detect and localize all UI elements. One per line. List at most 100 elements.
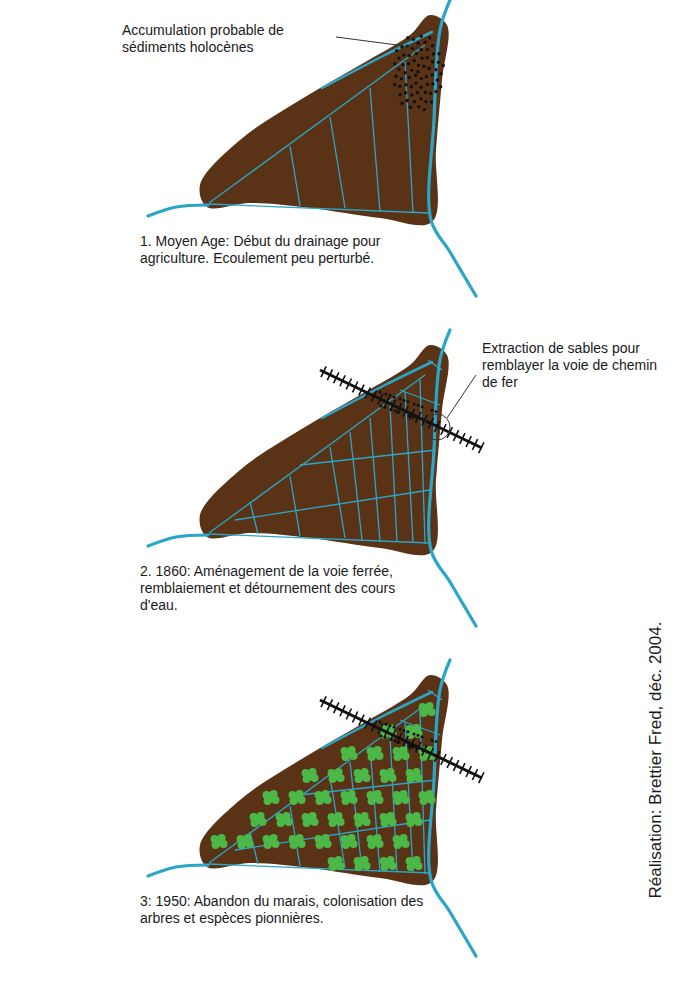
railway-tie [453,760,458,771]
tree [354,856,371,871]
tree-crown [409,772,418,781]
sediment-dot [419,85,422,88]
sand-dot [385,393,388,396]
sediment-dot [394,75,397,78]
tree-crown [318,838,327,847]
railway-tie [390,730,395,741]
sediment-dot [410,93,413,96]
sand-dot [436,754,439,757]
tree-crown [396,794,405,803]
sediment-dot [416,70,419,73]
tree [354,812,371,827]
credit-note: Réalisation: Brettier Fred, déc. 2004. [646,622,666,899]
sediment-dot [420,48,423,51]
tree-crown [253,816,262,825]
sediment-dot [431,60,434,63]
stream [322,32,432,88]
sand-dot [389,724,392,727]
sand-dot [394,409,397,412]
sediment-dot [400,102,403,105]
railway-tie [472,769,477,780]
tree-crown [396,838,405,847]
sediment-dot [393,83,396,86]
sediment-dot [409,106,412,109]
sediment-dot [407,54,410,57]
sand-dot [413,402,416,405]
railway-tie [371,391,376,402]
tree-crown [292,838,301,847]
drainage-ditch [370,748,380,872]
sediment-dot [439,72,442,75]
sediment-dot [420,57,423,60]
tree [354,768,371,783]
railway-tie [435,751,440,762]
railway-tie [359,385,364,396]
sand-dot [435,740,438,743]
extraction-circle [424,414,450,440]
railway-tie [371,721,376,732]
sediment-dot [432,52,435,55]
railway-tie [441,754,446,765]
tree-crown [292,794,301,803]
tree-crown [422,794,431,803]
tree [328,856,345,871]
tree [367,746,384,761]
sediment-dot [428,36,431,39]
sand-dot [380,404,383,407]
sand-dot [416,747,419,750]
railway-tie [397,403,402,414]
marsh-area [200,345,449,555]
sediment-dot [439,85,442,88]
sediment-dot [416,42,419,45]
sediment-dot [442,64,445,67]
tree [250,812,267,827]
sediment-dot [397,56,400,59]
tree-crown [383,816,392,825]
railway-tie [390,400,395,411]
railway-tie [346,378,351,389]
sediment-dot [407,62,410,65]
stream [148,205,208,216]
tree [380,856,397,871]
sand-dot [422,419,425,422]
sediment-dot [417,105,420,108]
sediment-dot [419,97,422,100]
railway-tie [416,412,421,423]
sediment-dot [401,63,404,66]
railway-tie [365,718,370,729]
sand-dot [412,746,415,749]
sediment-dot [431,82,434,85]
sediment-dot [410,69,413,72]
tree [289,790,306,805]
sand-dot [430,752,433,755]
drainage-ditch [405,62,413,213]
sediment-dot [415,52,418,55]
railway-tie [416,742,421,753]
railway-tie [321,366,326,377]
railway-tie [409,739,414,750]
leader-line [336,37,420,48]
sediment-dot [430,100,433,103]
sediment-dot [402,53,405,56]
sediment-dot [434,68,437,71]
tree [341,834,358,849]
sediment-dot [398,93,401,96]
railway-tie [460,763,465,774]
tree-crown [357,860,366,869]
stream [148,535,208,546]
sand-dot [416,417,419,420]
tree [315,834,332,849]
railway-tie [453,430,458,441]
sand-dot [379,721,382,724]
sediment-dot [398,85,401,88]
sediment-dot [427,67,430,70]
tree-crown [370,838,379,847]
sediment-dot [426,56,429,59]
railway-tie [466,766,471,777]
sand-dot [394,739,397,742]
sand-dot [436,424,439,427]
sediment-dot [408,76,411,79]
sediment-dot [437,61,440,64]
sediment-dot [423,41,426,44]
